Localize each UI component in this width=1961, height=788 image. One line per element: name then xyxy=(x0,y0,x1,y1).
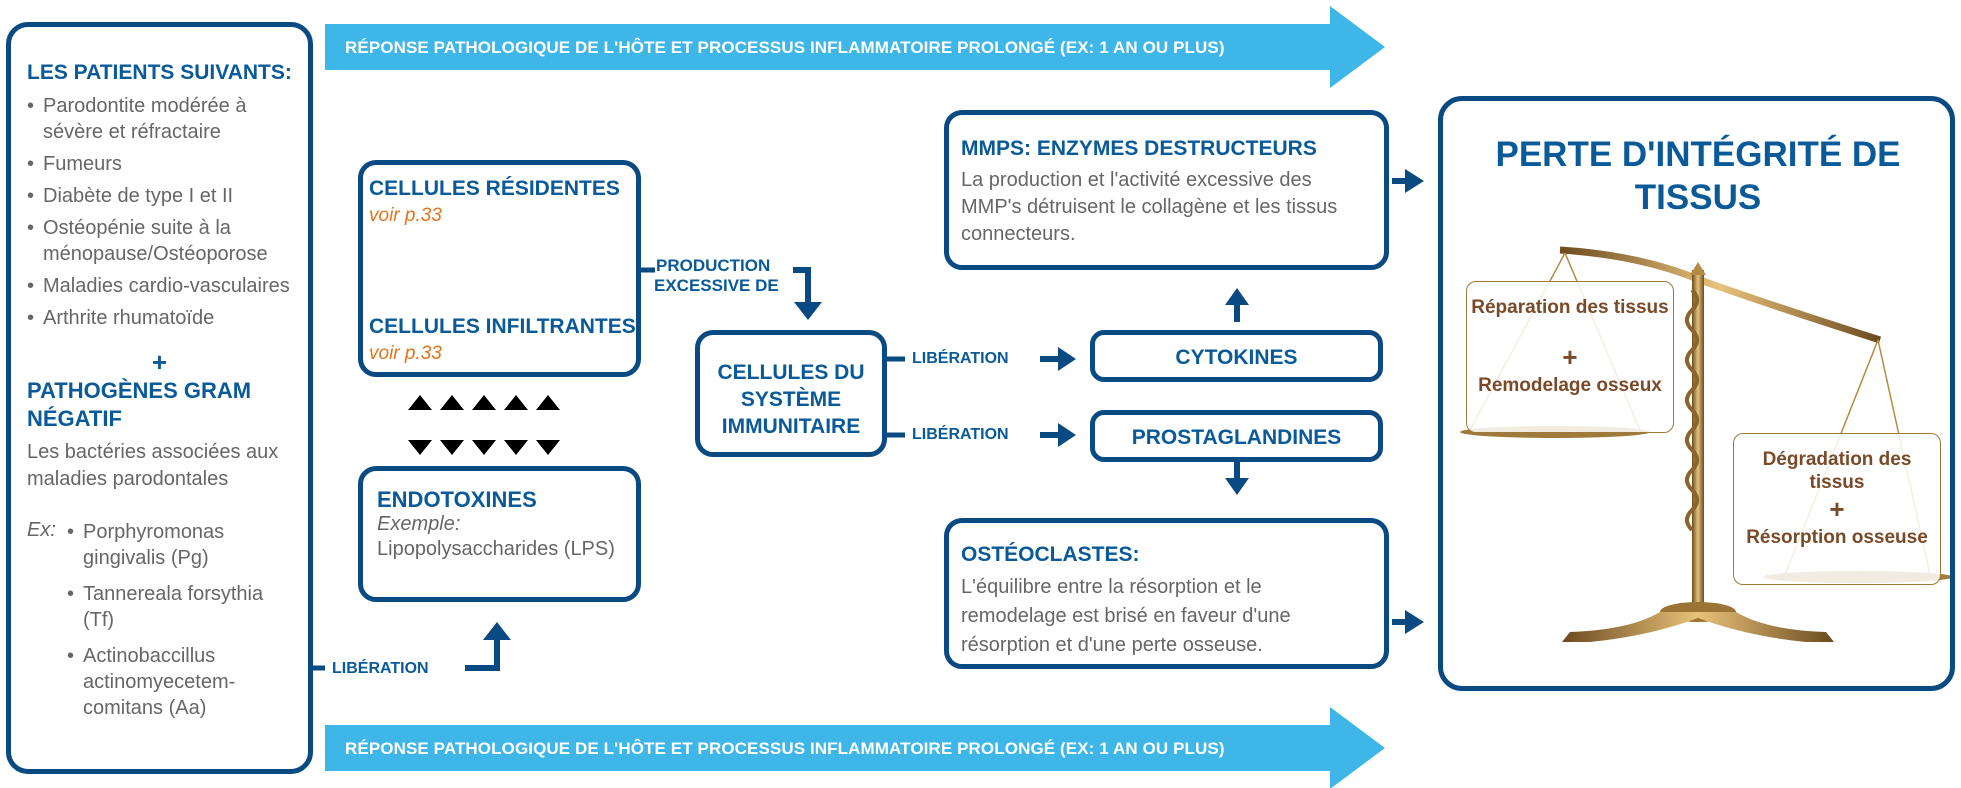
pathogens-text: Les bactéries associées aux maladies par… xyxy=(27,441,279,490)
result-title: PERTE D'INTÉGRITÉ DE TISSUS xyxy=(1495,135,1901,217)
left-plate-text-b: Remodelage osseux xyxy=(1478,375,1662,396)
bottom-banner-text: RÉPONSE PATHOLOGIQUE DE L'HÔTE ET PROCES… xyxy=(345,739,1225,758)
prostaglandins-label: PROSTAGLANDINES xyxy=(1131,426,1342,449)
liberation-arrow-1 xyxy=(465,638,500,671)
liberation-label-left: LIBÉRATION xyxy=(332,660,429,677)
double-arrows-bottom xyxy=(408,395,560,455)
endotoxins-box: ENDOTOXINES Exemple: Lipopolysaccharides… xyxy=(358,466,641,602)
patient-item: Fumeurs xyxy=(27,151,311,177)
left-plate-plus: + xyxy=(1562,342,1578,372)
liberation-label-cytokines: LIBÉRATION xyxy=(912,350,1009,367)
liberation-label-prostaglandins: LIBÉRATION xyxy=(912,426,1009,443)
right-plate-text-a: Dégradation des tissus xyxy=(1762,449,1912,493)
endotoxins-example-label: Exemple: xyxy=(377,513,461,535)
patients-box: LES PATIENTS SUIVANTS: Parodontite modér… xyxy=(6,22,313,774)
immune-cells-box: CELLULES DU SYSTÈME IMMUNITAIRE xyxy=(695,330,887,457)
prostaglandins-box: PROSTAGLANDINES xyxy=(1090,410,1383,462)
mmps-box: MMPS: ENZYMES DESTRUCTEURS La production… xyxy=(944,110,1389,270)
resident-cells-title: CELLULES RÉSIDENTES xyxy=(369,177,620,200)
examples-list: Porphyromonas gingivalis (Pg) Tannereala… xyxy=(67,519,272,721)
mmps-title: MMPS: ENZYMES DESTRUCTEURS xyxy=(961,137,1317,160)
example-item: Porphyromonas gingivalis (Pg) xyxy=(67,519,272,571)
right-plate-plus: + xyxy=(1829,494,1845,524)
osteoclasts-title: OSTÉOCLASTES: xyxy=(961,543,1140,566)
example-item: Tannereala forsythia (Tf) xyxy=(67,581,272,633)
patient-item: Diabète de type I et II xyxy=(27,183,311,209)
patient-item: Parodontite modérée à sévère et réfracta… xyxy=(27,93,311,145)
top-banner-arrow xyxy=(325,6,1385,88)
right-plate-card: Dégradation des tissus + Résorption osse… xyxy=(1733,433,1941,585)
osteoclasts-text: L'équilibre entre la résorption et le re… xyxy=(961,576,1291,656)
bottom-banner-arrow xyxy=(325,707,1385,788)
infiltrating-cells-title: CELLULES INFILTRANTES xyxy=(369,315,636,338)
endotoxins-text: Lipopolysaccharides (LPS) xyxy=(377,538,615,560)
mmps-text: La production et l'activité excessive de… xyxy=(961,169,1338,245)
right-plate-text-b: Résorption osseuse xyxy=(1746,527,1928,548)
immune-cells-title: CELLULES DU SYSTÈME IMMUNITAIRE xyxy=(717,361,865,438)
infiltrating-see-link[interactable]: voir p.33 xyxy=(369,343,442,364)
ex-label: Ex: xyxy=(27,519,56,541)
example-item: Actinobaccillus actinomyecetem-comitans … xyxy=(67,643,272,721)
cytokines-label: CYTOKINES xyxy=(1175,346,1298,369)
plus-sign: + xyxy=(151,347,168,377)
resident-see-link[interactable]: voir p.33 xyxy=(369,205,442,226)
patients-list: Parodontite modérée à sévère et réfracta… xyxy=(27,93,311,331)
left-plate-text-a: Réparation des tissus xyxy=(1471,297,1669,318)
patient-item: Maladies cardio-vasculaires xyxy=(27,273,311,299)
cells-box: CELLULES RÉSIDENTES voir p.33 CELLULES I… xyxy=(358,160,641,377)
endotoxins-title: ENDOTOXINES xyxy=(377,487,537,512)
patient-item: Arthrite rhumatoïde xyxy=(27,305,311,331)
left-plate-card: Réparation des tissus + Remodelage osseu… xyxy=(1466,281,1674,433)
osteoclasts-box: OSTÉOCLASTES: L'équilibre entre la résor… xyxy=(944,518,1389,669)
patient-item: Ostéopénie suite à la ménopause/Ostéopor… xyxy=(27,215,311,267)
top-banner-text: RÉPONSE PATHOLOGIQUE DE L'HÔTE ET PROCES… xyxy=(345,38,1225,57)
excessive-label: EXCESSIVE DE xyxy=(654,276,779,295)
pathogens-title: PATHOGÈNES GRAM NÉGATIF xyxy=(27,378,252,431)
cytokines-box: CYTOKINES xyxy=(1090,330,1383,382)
production-label: PRODUCTION xyxy=(656,256,771,275)
patients-title: LES PATIENTS SUIVANTS: xyxy=(27,61,292,84)
result-box: PERTE D'INTÉGRITÉ DE TISSUS Réparation d… xyxy=(1438,96,1955,691)
